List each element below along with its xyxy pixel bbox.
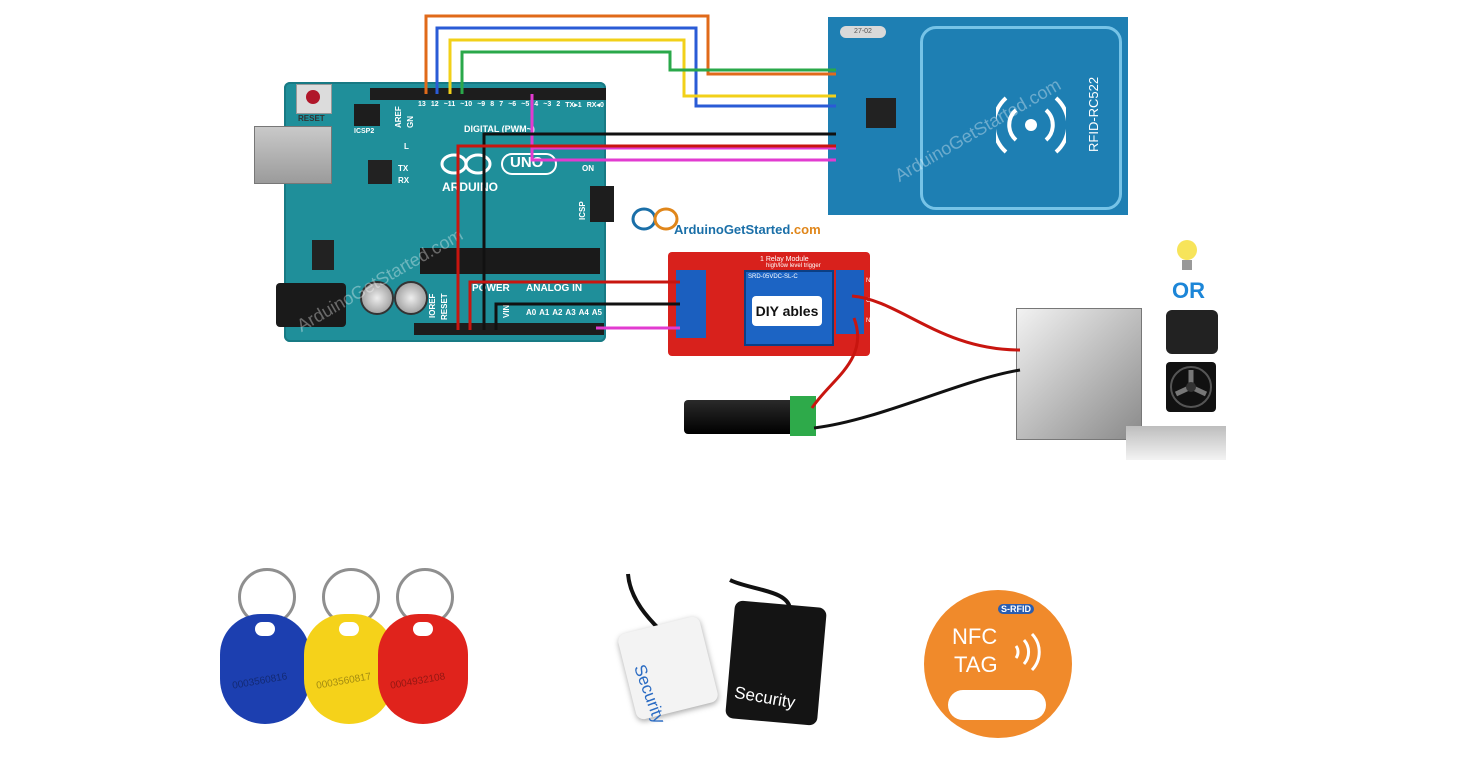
- digital-pin-label: ~3: [543, 101, 552, 108]
- wire-green: [460, 50, 836, 94]
- relay-input-terminal: [676, 270, 706, 338]
- dc-power-jack: [276, 283, 346, 327]
- tag-text: TAG: [954, 652, 998, 677]
- wire-red-relay: [468, 280, 680, 330]
- digital-label: DIGITAL (PWM~): [464, 124, 535, 134]
- atmega-chip: [420, 248, 600, 274]
- relay-no-label: NO: [866, 278, 875, 284]
- wire-red-rfid: [456, 144, 836, 330]
- rfid-antenna: [920, 26, 1122, 210]
- site-logo-name: ArduinoGetStarted: [674, 222, 791, 237]
- digital-pin-label: ~6: [508, 101, 517, 108]
- site-logo-suffix: .com: [790, 222, 821, 237]
- analog-pin-label: A3: [565, 308, 576, 317]
- analog-pin-label: A4: [578, 308, 589, 317]
- icsp-header: [590, 186, 614, 222]
- wire-orange: [424, 14, 836, 94]
- digital-pin-label: 13: [418, 101, 426, 108]
- wire-yellow: [448, 38, 836, 98]
- digital-header: [370, 88, 606, 100]
- digital-pin-label: 2: [556, 101, 561, 108]
- or-text: OR: [1172, 278, 1205, 303]
- relay-title: 1 Relay Module: [760, 256, 809, 263]
- uno-label: UNO: [510, 154, 544, 171]
- analog-pin-label: A1: [539, 308, 550, 317]
- reset-button-cap: [306, 90, 320, 104]
- wire-red-adapter: [810, 317, 860, 409]
- wire-red-solenoid: [851, 294, 1021, 352]
- dc-adapter-terminal: [790, 396, 816, 436]
- usb-port: [254, 126, 332, 184]
- voltage-regulator: [312, 240, 334, 270]
- relay-output-terminal: [836, 270, 864, 334]
- wire-magenta-top: [530, 94, 836, 150]
- analog-label: ANALOG IN: [526, 283, 583, 294]
- nfc-wave-icon: [1008, 632, 1048, 677]
- power-label: POWER: [472, 283, 510, 294]
- icsp2-label: ICSP2: [354, 128, 375, 135]
- digital-pin-label: ~11: [443, 101, 456, 108]
- light-bulb-icon: [1176, 236, 1198, 272]
- digital-pin-label: 12: [430, 101, 439, 108]
- digital-pin-label: ~5: [521, 101, 530, 108]
- rfid-crystal: 27-02: [840, 26, 886, 38]
- digital-pin-label: RX◂0: [586, 102, 604, 109]
- digital-pin-label: ~9: [477, 101, 486, 108]
- site-logo: ArduinoGetStarted.com: [674, 222, 821, 237]
- digital-pin-label: 4: [534, 101, 539, 108]
- keyfob-hole: [255, 622, 275, 636]
- arduino-uno-logo: [440, 152, 570, 203]
- dc-female-adapter: [684, 400, 794, 434]
- nfc-tag-hole: [948, 690, 1046, 720]
- led-strip-icon: [1126, 426, 1226, 460]
- relay-subtitle: high/low level trigger: [766, 263, 821, 269]
- site-logo-icon: [630, 206, 680, 232]
- fan-icon: [1166, 362, 1216, 412]
- led-l-label: L: [404, 142, 409, 151]
- keyfob-hole: [413, 622, 433, 636]
- wire-black-rfid: [482, 132, 836, 330]
- rfid-chip: [866, 98, 896, 128]
- wire-black-relay: [494, 302, 680, 330]
- usb-chip: [368, 160, 392, 184]
- digital-pin-label: 8: [490, 101, 495, 108]
- led-rx-label: RX: [398, 176, 410, 185]
- icsp2-header: [354, 104, 380, 126]
- keyfob-hole: [339, 622, 359, 636]
- capacitor: [360, 281, 394, 315]
- led-tx-label: TX: [398, 164, 409, 173]
- capacitor: [394, 281, 428, 315]
- nfc-brand: S-RFID: [998, 604, 1034, 614]
- power-analog-header: [414, 323, 604, 335]
- led-on-label: ON: [582, 164, 594, 173]
- wire-blue: [435, 26, 836, 108]
- water-pump-icon: [1166, 310, 1218, 354]
- nfc-text: NFC: [952, 624, 998, 649]
- relay-nc-label: NC: [866, 318, 875, 324]
- analog-pin-label: A0: [526, 308, 537, 317]
- analog-pin-label: A2: [552, 308, 563, 317]
- relay-model: SRD-05VDC-SL-C: [748, 274, 798, 280]
- analog-pin-label: A5: [591, 308, 602, 317]
- digital-pin-label: ~10: [460, 101, 473, 108]
- solenoid-lock: [1016, 308, 1142, 440]
- reset-label: RESET: [298, 114, 325, 123]
- wire-black-solenoid: [813, 368, 1021, 430]
- wire-magenta: [530, 94, 836, 162]
- digital-pin-label: TX▸1: [565, 102, 582, 109]
- digital-pin-label: 7: [499, 101, 504, 108]
- diyables-logo: DIY ables: [752, 296, 822, 326]
